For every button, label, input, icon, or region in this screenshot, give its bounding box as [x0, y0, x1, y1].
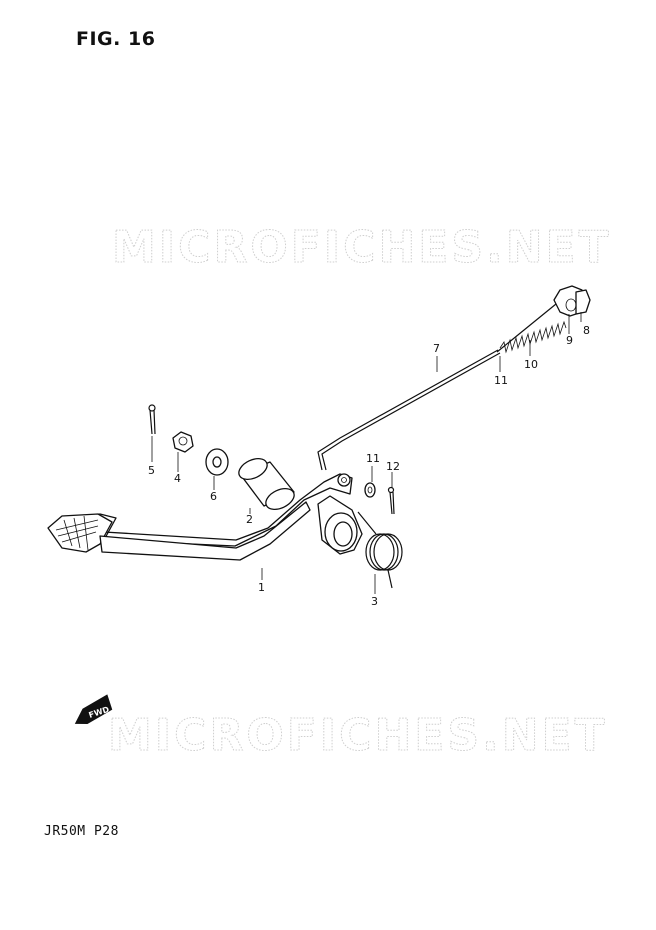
bushing — [238, 458, 295, 510]
callout-2: 2 — [246, 513, 253, 526]
callout-labels: 1 2 3 4 5 6 7 8 9 10 11 11 12 — [148, 324, 590, 608]
callout-8: 8 — [583, 324, 590, 337]
figure-title: FIG. 16 — [76, 28, 156, 50]
leader-lines — [151, 312, 582, 594]
watermark-bottom: MICROFICHES.NET — [108, 710, 608, 761]
callout-4: 4 — [174, 472, 181, 485]
callout-10: 10 — [524, 358, 538, 371]
callout-11-washer: 11 — [366, 452, 380, 465]
callout-12: 12 — [386, 460, 400, 473]
callout-9: 9 — [566, 334, 573, 347]
cotter-pin — [148, 404, 156, 435]
nut — [172, 431, 194, 453]
rod-spring — [496, 303, 567, 354]
small-washer — [364, 482, 376, 498]
callout-1: 1 — [258, 581, 265, 594]
callout-5: 5 — [148, 464, 155, 477]
callout-7: 7 — [433, 342, 440, 355]
return-spring — [357, 511, 403, 589]
callout-6: 6 — [210, 490, 217, 503]
pedal-pivot-boss — [317, 495, 363, 555]
washer — [205, 448, 229, 476]
callout-11-rod: 11 — [494, 374, 508, 387]
small-cotter-pin — [387, 486, 395, 515]
brake-rod — [317, 349, 501, 471]
watermark-top: MICROFICHES.NET — [112, 222, 612, 273]
page-code: JR50M P28 — [44, 824, 119, 839]
adjuster-nut — [553, 285, 591, 317]
callout-3: 3 — [371, 595, 378, 608]
brake-pedal — [47, 473, 353, 561]
